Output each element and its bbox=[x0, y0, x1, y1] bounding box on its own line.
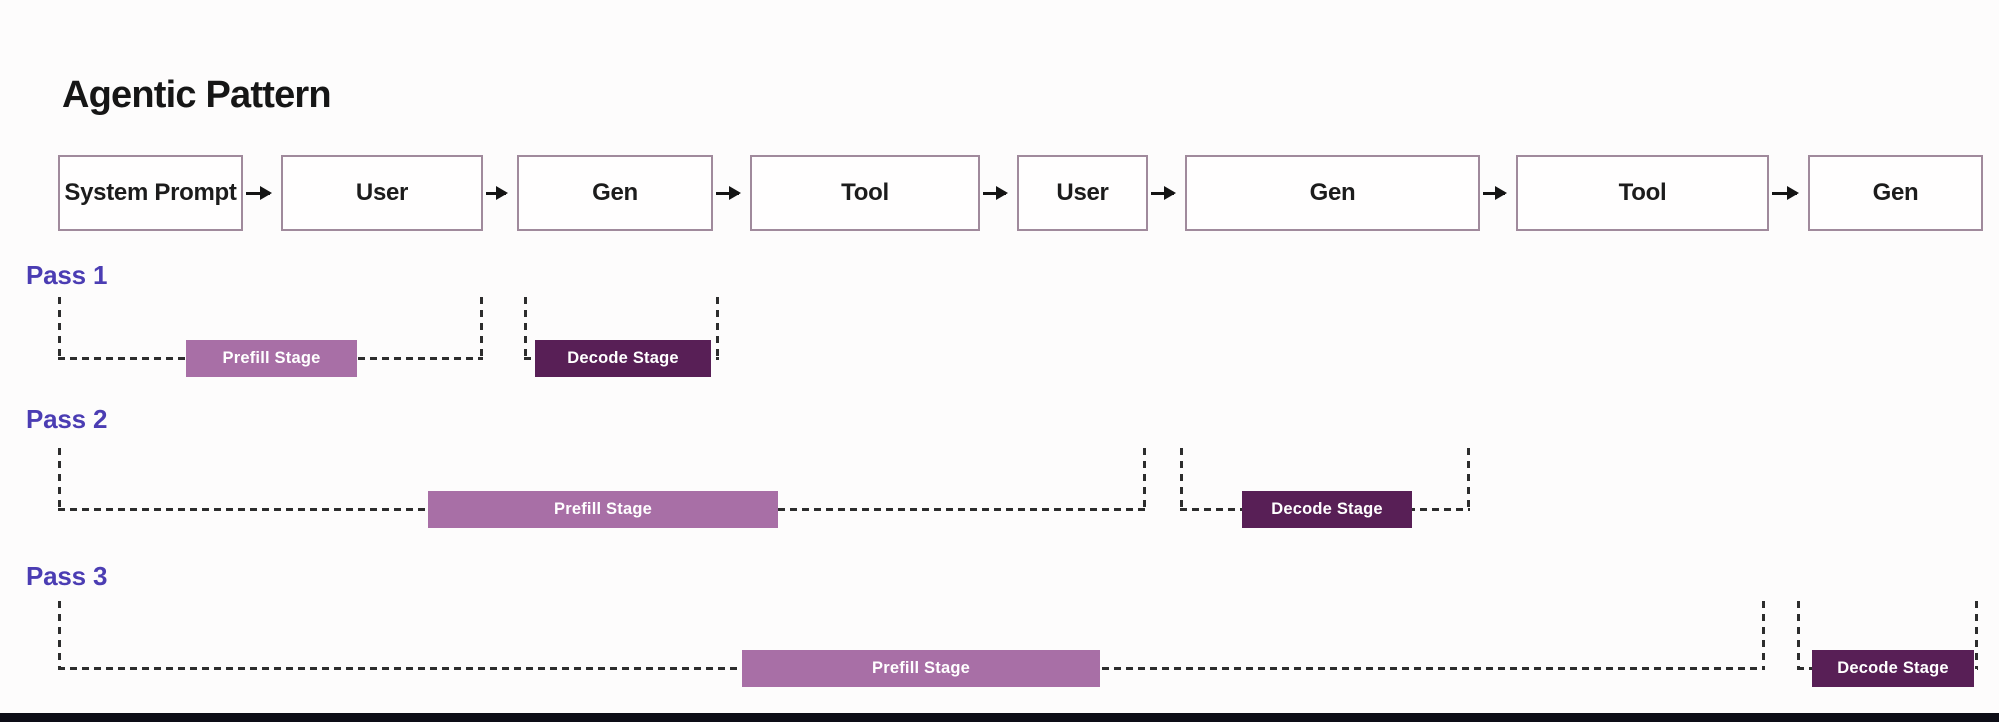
arrow-head-icon bbox=[1164, 185, 1176, 200]
flow-box-gen: Gen bbox=[1185, 155, 1480, 231]
bracket-left-dash bbox=[58, 601, 61, 669]
stage-bar-label: Prefill Stage bbox=[872, 659, 970, 677]
flow-box-label: Tool bbox=[841, 179, 889, 206]
pass-2-label: Pass 2 bbox=[26, 404, 108, 434]
pass-1-decode-stage-bar: Decode Stage bbox=[535, 340, 711, 377]
flow-box-label: System Prompt bbox=[64, 179, 237, 206]
flow-arrow-icon bbox=[983, 185, 1008, 200]
bracket-left-dash bbox=[58, 297, 61, 359]
diagram-title: Agentic Pattern bbox=[62, 74, 332, 116]
flow-box-label: Gen bbox=[592, 179, 638, 206]
pass-3-prefill-stage-bar: Prefill Stage bbox=[742, 650, 1100, 687]
flow-box-label: Tool bbox=[1618, 179, 1667, 206]
arrow-head-icon bbox=[496, 185, 508, 200]
flow-box-system-prompt: System Prompt bbox=[58, 155, 243, 231]
bracket-left-dash bbox=[1180, 448, 1183, 510]
pass-3-label: Pass 3 bbox=[26, 561, 108, 591]
bracket-right-dash bbox=[1975, 601, 1978, 669]
bracket-left-dash bbox=[524, 297, 527, 359]
flow-box-label: User bbox=[355, 179, 409, 206]
flow-box-label: Gen bbox=[1309, 179, 1356, 206]
pass-1-label: Pass 1 bbox=[26, 260, 108, 290]
footer-bar bbox=[0, 713, 1999, 722]
bracket-right-dash bbox=[480, 297, 483, 359]
bracket-right-dash bbox=[1143, 448, 1146, 510]
flow-box-label: User bbox=[1056, 179, 1109, 206]
flow-arrow-icon bbox=[1772, 185, 1799, 200]
pass-2-prefill-stage-bar: Prefill Stage bbox=[428, 491, 778, 528]
arrow-head-icon bbox=[729, 185, 741, 200]
arrow-head-icon bbox=[1495, 185, 1507, 200]
flow-box-gen: Gen bbox=[517, 155, 713, 231]
flow-box-user: User bbox=[1017, 155, 1148, 231]
flow-arrow-icon bbox=[1483, 185, 1507, 200]
bracket-left-dash bbox=[58, 448, 61, 510]
stage-bar-label: Decode Stage bbox=[567, 349, 679, 367]
arrow-head-icon bbox=[1787, 185, 1799, 200]
flow-arrow-icon bbox=[246, 185, 272, 200]
flow-box-tool: Tool bbox=[750, 155, 980, 231]
flow-arrow-icon bbox=[486, 185, 508, 200]
flow-box-gen: Gen bbox=[1808, 155, 1983, 231]
flow-arrow-icon bbox=[716, 185, 741, 200]
stage-bar-label: Prefill Stage bbox=[222, 349, 321, 367]
arrow-head-icon bbox=[996, 185, 1008, 200]
flow-box-tool: Tool bbox=[1516, 155, 1769, 231]
arrow-head-icon bbox=[260, 185, 272, 200]
stage-bar-label: Prefill Stage bbox=[554, 500, 652, 518]
flow-arrow-icon bbox=[1151, 185, 1176, 200]
stage-bar-label: Decode Stage bbox=[1837, 659, 1949, 677]
pass-2-decode-stage-bar: Decode Stage bbox=[1242, 491, 1412, 528]
bracket-right-dash bbox=[1762, 601, 1765, 669]
bracket-left-dash bbox=[1797, 601, 1800, 669]
flow-box-label: Gen bbox=[1872, 179, 1919, 206]
stage-bar-label: Decode Stage bbox=[1271, 500, 1383, 518]
flow-box-user: User bbox=[281, 155, 483, 231]
bracket-right-dash bbox=[1467, 448, 1470, 510]
pass-3-decode-stage-bar: Decode Stage bbox=[1812, 650, 1974, 687]
bracket-right-dash bbox=[716, 297, 719, 359]
pass-1-prefill-stage-bar: Prefill Stage bbox=[186, 340, 357, 377]
